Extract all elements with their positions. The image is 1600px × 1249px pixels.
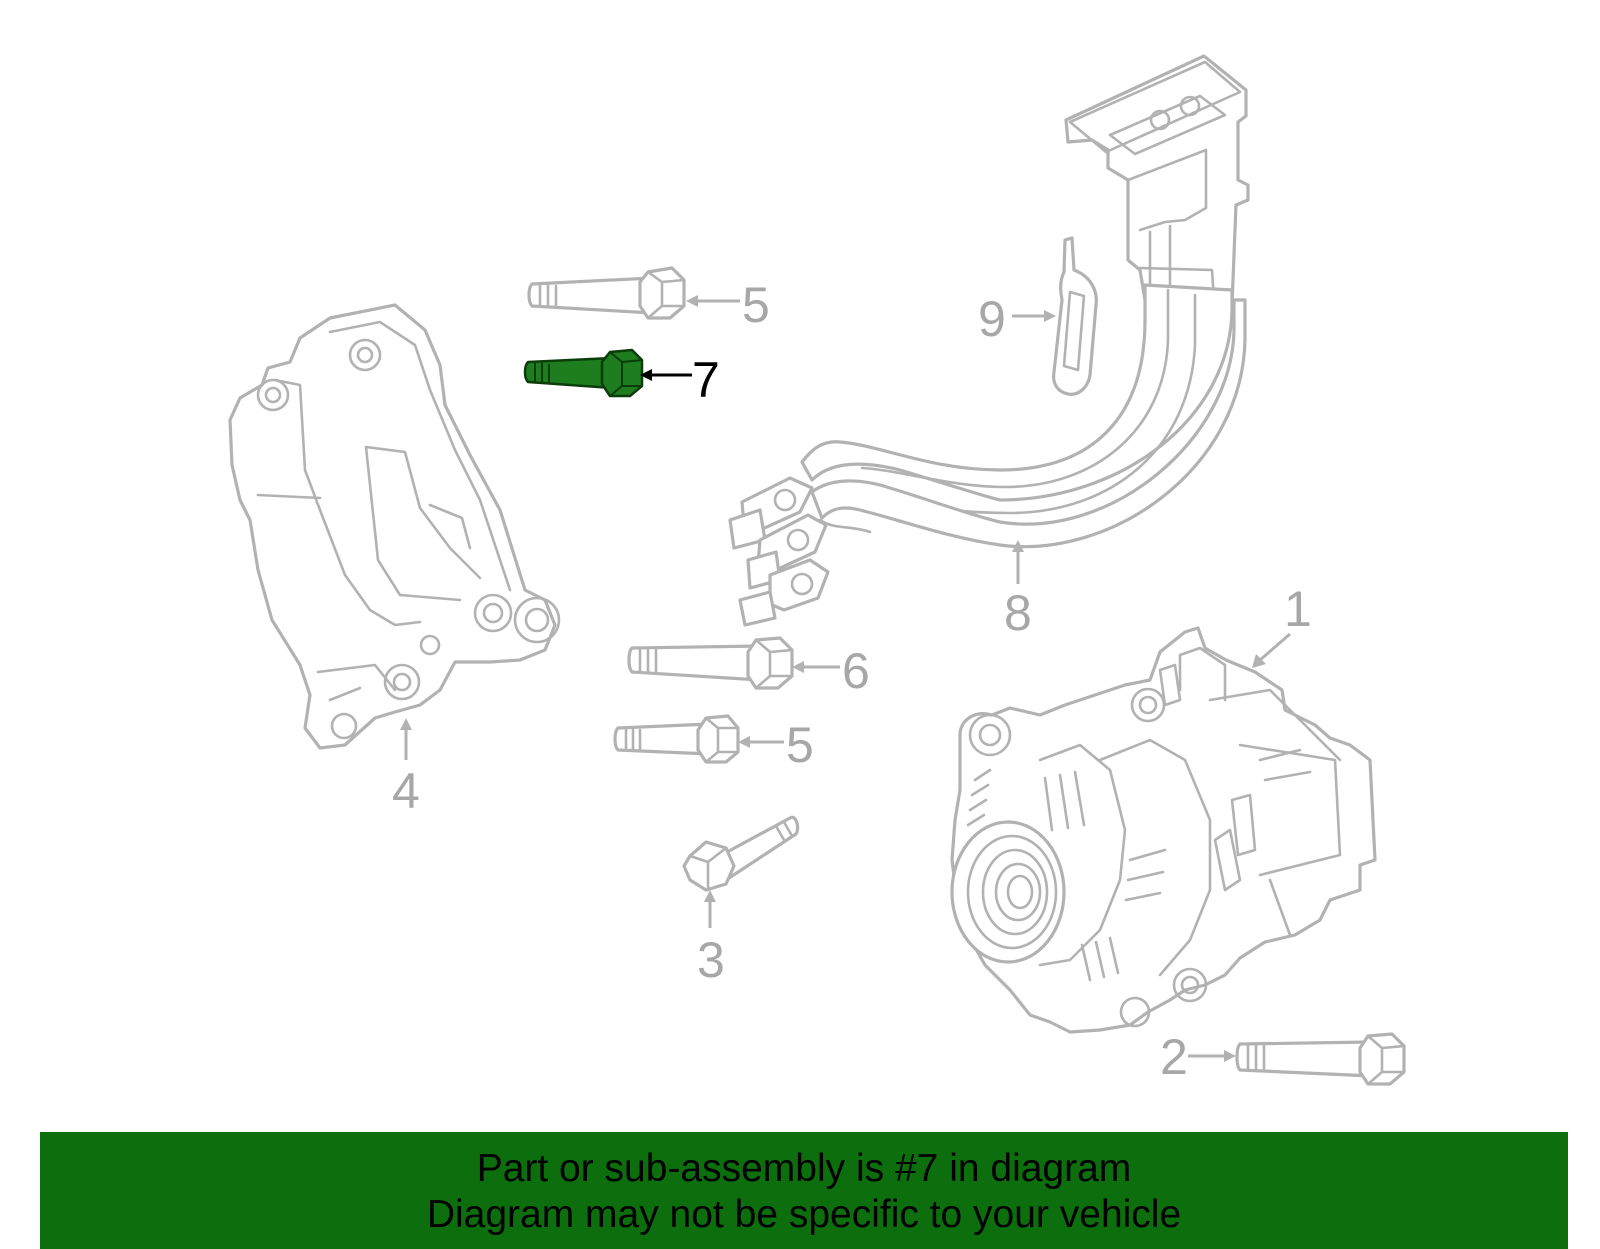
callout-8: 8 <box>1004 585 1032 641</box>
callout-6: 6 <box>842 643 870 699</box>
leader-arrows <box>400 295 1291 1062</box>
callout-7: 7 <box>692 352 720 408</box>
banner-line-disclaimer: Diagram may not be specific to your vehi… <box>426 1193 1182 1236</box>
callout-1: 1 <box>1284 581 1312 637</box>
part-2-bolt[interactable] <box>1235 1032 1406 1086</box>
callout-5-top: 5 <box>742 277 770 333</box>
part-7-bolt-highlighted[interactable] <box>523 348 644 398</box>
part-3-bolt[interactable] <box>682 815 800 892</box>
alternator-pulley <box>950 820 1066 964</box>
part-4-mounting-bracket[interactable] <box>228 303 561 750</box>
banner-line-part-number: Part or sub-assembly is #7 in diagram <box>476 1147 1132 1190</box>
part-6-bolt[interactable] <box>627 636 794 690</box>
callout-5-middle: 5 <box>786 717 814 773</box>
callout-9: 9 <box>978 291 1006 347</box>
cable-ring-terminals <box>728 476 830 627</box>
part-5-bolt-middle[interactable] <box>613 714 740 764</box>
part-9-terminal-cover[interactable] <box>1052 236 1098 396</box>
part-5-bolt-top[interactable] <box>527 266 686 320</box>
part-8-cable-harness[interactable] <box>728 54 1250 627</box>
part-1-alternator[interactable] <box>950 626 1377 1034</box>
callout-4: 4 <box>392 763 420 819</box>
callout-2: 2 <box>1160 1029 1188 1085</box>
info-banner: Part or sub-assembly is #7 in diagram Di… <box>40 1132 1568 1249</box>
callout-3: 3 <box>697 932 725 988</box>
